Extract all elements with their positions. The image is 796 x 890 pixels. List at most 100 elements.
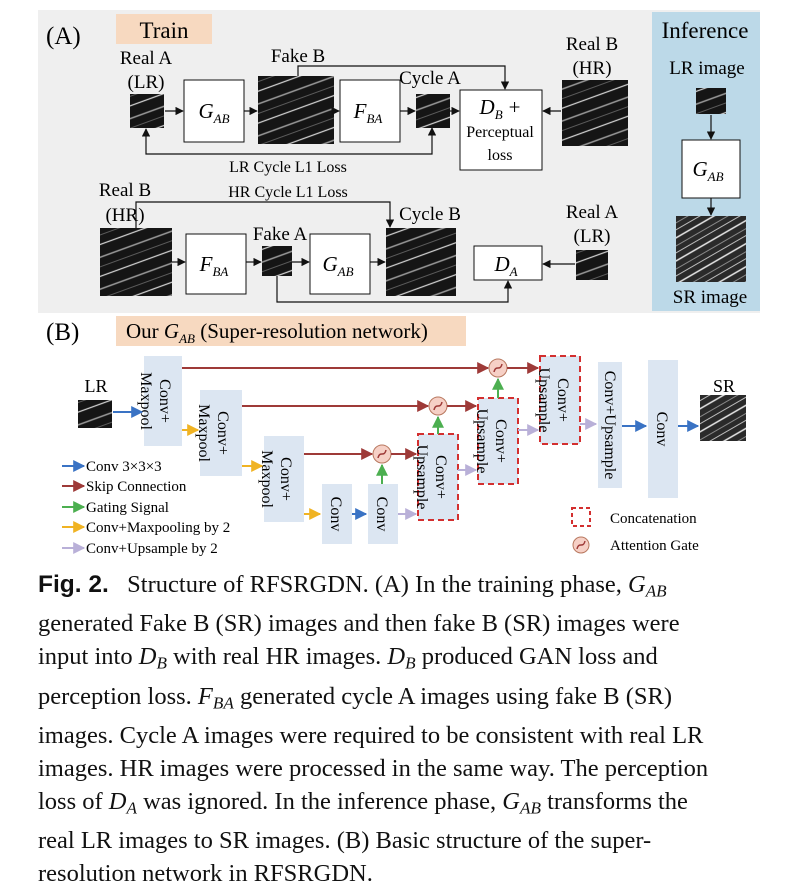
- cycle-a-label: Cycle A: [399, 68, 461, 89]
- caption-line: resolution network in RFSRGDN.: [38, 860, 373, 888]
- real-a-image-1: [130, 94, 164, 128]
- caption-text: with real HR images.: [166, 643, 388, 671]
- inference-lr-image: [696, 88, 726, 114]
- conv-label-final: Conv: [653, 412, 670, 447]
- lr-cycle-loss-label: LR Cycle L1 Loss: [229, 159, 347, 176]
- attention-gate-3: [488, 358, 508, 378]
- caption-text: was ignored. In the inference phase,: [136, 787, 503, 815]
- caption-line: generated Fake B (SR) images and then fa…: [38, 610, 680, 638]
- concatenation-legend-icon: [571, 507, 591, 527]
- concatenation-legend-label: Concatenation: [610, 511, 697, 527]
- conv-block-2: [368, 484, 398, 544]
- caption-symbol: G: [502, 787, 520, 815]
- fake-a-image: [262, 246, 292, 276]
- perceptual-label-1: Perceptual: [466, 124, 534, 141]
- real-b-sub-1: (HR): [572, 58, 611, 79]
- caption-line: images. HR images were processed in the …: [38, 754, 709, 782]
- lr-image-label: LR image: [669, 58, 744, 79]
- legend-item-skip: Skip Connection: [86, 479, 187, 495]
- conv-maxpool-label-2: Conv+Maxpool: [195, 404, 231, 462]
- caption-symbol-sub: A: [126, 798, 137, 818]
- legend: Conv 3×3×3 Skip Connection Gating Signal…: [62, 459, 230, 557]
- legend-item-conv: Conv 3×3×3: [86, 459, 162, 475]
- sr-image-label: SR image: [673, 287, 747, 308]
- caption-text: input into: [38, 643, 139, 671]
- hr-cycle-loss-label: HR Cycle L1 Loss: [228, 184, 348, 201]
- real-a-label-1: Real A: [120, 48, 173, 69]
- sr-output-label: SR: [713, 376, 735, 396]
- caption-symbol: G: [628, 571, 646, 598]
- conv-block-1: [322, 484, 352, 544]
- panel-b-label: (B): [46, 319, 79, 346]
- gab-label-top: GAB: [198, 99, 229, 126]
- attention-gate-legend-label: Attention Gate: [610, 538, 699, 554]
- fba-label-top: FBA: [353, 99, 383, 126]
- panel-b-title: Our GAB (Super-resolution network): [126, 319, 428, 346]
- attention-gate-1: [372, 444, 392, 464]
- train-title-tag: [116, 14, 212, 44]
- figure: (A) Train Inference Real A (LR) Fake B C…: [38, 10, 760, 557]
- db-block: [459, 89, 543, 171]
- fake-a-label: Fake A: [253, 224, 308, 245]
- conv-upsample-label-1: Conv+Upsample: [413, 445, 449, 510]
- conv-block-final: [648, 360, 678, 498]
- conv-maxpool-block-2: [200, 390, 242, 476]
- gab-label-bottom: GAB: [322, 252, 353, 279]
- da-label: DA: [493, 252, 517, 279]
- legend-item-maxpool: Conv+Maxpooling by 2: [86, 520, 230, 536]
- caption-line: images. Cycle A images were required to …: [38, 721, 704, 749]
- caption-symbol-sub: AB: [520, 798, 541, 818]
- fake-b-label: Fake B: [271, 46, 325, 67]
- caption-symbol: F: [197, 682, 213, 710]
- caption-symbol-sub: BA: [212, 692, 234, 712]
- lr-input-label: LR: [84, 376, 107, 396]
- caption-text: Structure of RFSRGDN. (A) In the trainin…: [127, 571, 628, 598]
- conv-label-1: Conv: [327, 497, 344, 532]
- real-a-image-2: [576, 250, 608, 280]
- conv-maxpool-block-1: [144, 356, 182, 446]
- gab-block-inference: [681, 139, 741, 199]
- attention-gate-2: [428, 396, 448, 416]
- panel-a-label: (A): [46, 23, 81, 50]
- inference-title: Inference: [662, 18, 749, 43]
- real-b-label-2: Real B: [99, 180, 151, 201]
- lr-input-image: [78, 400, 112, 428]
- cycle-a-image: [416, 94, 450, 128]
- caption-symbol: D: [387, 643, 406, 671]
- caption-symbol: D: [138, 643, 157, 671]
- caption-symbol-sub: B: [156, 653, 167, 673]
- caption-text: loss of: [38, 787, 109, 815]
- cycle-b-image: [386, 228, 456, 296]
- real-b-image-2: [100, 228, 172, 296]
- da-block: [473, 245, 543, 281]
- caption-symbol: D: [108, 787, 127, 815]
- sr-output-image: [700, 395, 746, 441]
- conv-upsample-label-3: Conv+Upsample: [535, 368, 571, 433]
- caption-symbol-sub: AB: [645, 581, 667, 601]
- db-label: DB+: [479, 95, 521, 122]
- figure-caption: Fig. 2. Structure of RFSRGDN. (A) In the…: [38, 568, 770, 890]
- inference-sr-image: [676, 216, 746, 282]
- real-b-sub-2: (HR): [105, 205, 144, 226]
- conv-upsample-block-1: [417, 433, 459, 521]
- real-b-label-1: Real B: [566, 34, 618, 55]
- real-b-image-1: [562, 80, 628, 146]
- conv-upsample-block-4: [598, 362, 622, 488]
- train-title: Train: [140, 18, 189, 43]
- caption-fig-label: Fig. 2.: [38, 571, 109, 598]
- conv-upsample-block-3: [539, 355, 581, 445]
- legend-item-gating: Gating Signal: [86, 500, 169, 516]
- real-a-sub-2: (LR): [574, 226, 611, 247]
- caption-text: generated cycle A images using fake B (S…: [233, 682, 672, 710]
- caption-symbol-sub: B: [405, 653, 416, 673]
- conv-upsample-label-4: Conv+Upsample: [601, 371, 618, 480]
- caption-line: real LR images to SR images. (B) Basic s…: [38, 827, 652, 855]
- caption-text: perception loss.: [38, 682, 198, 710]
- gab-label-inference: GAB: [692, 157, 723, 184]
- real-a-label-2: Real A: [566, 202, 619, 223]
- caption-text: transforms the: [540, 787, 688, 815]
- fba-label-bottom: FBA: [199, 252, 229, 279]
- attention-gate-legend-icon: [572, 536, 590, 554]
- panel-b-title-tag: [116, 316, 466, 346]
- conv-label-2: Conv: [373, 497, 390, 532]
